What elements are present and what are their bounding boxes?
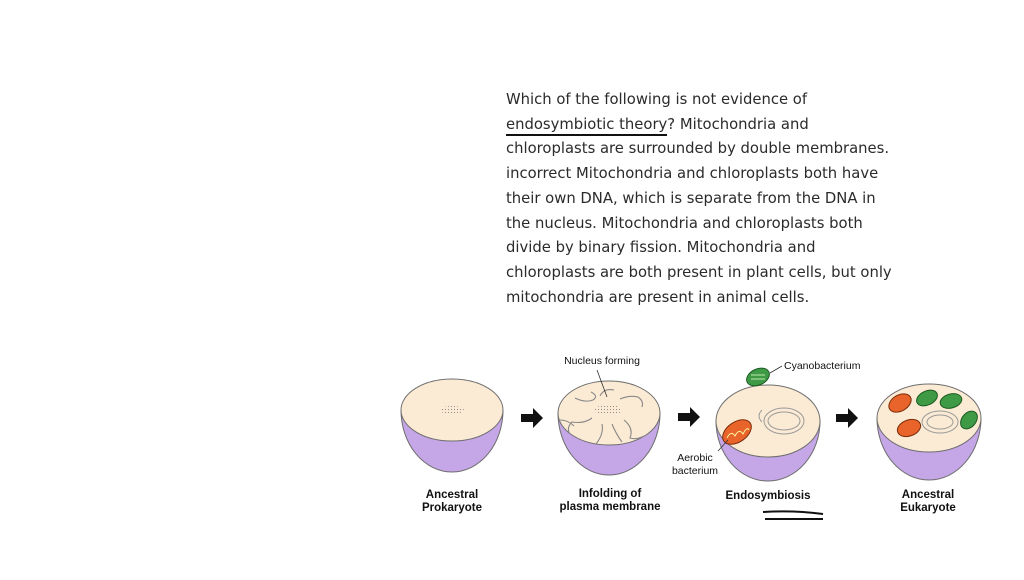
cyanobacterium-label: Cyanobacterium [784, 360, 861, 372]
stage-1-line2: Prokaryote [421, 502, 483, 514]
stage-1-line1: Ancestral [425, 489, 479, 501]
chloroplast-shapes [916, 389, 978, 430]
nucleus-forming-label: Nucleus forming [564, 355, 640, 367]
right-arrow-icon [836, 408, 858, 428]
stage-label-3: Endosymbiosis [713, 490, 823, 503]
question-line-2: endosymbiotic theory? Mitochondria and [506, 113, 906, 138]
aerobic-bacterium-shape [722, 419, 752, 445]
handwritten-underline [762, 510, 824, 520]
question-line-3: chloroplasts are surrounded by double me… [506, 140, 890, 158]
membrane-folds [559, 389, 645, 445]
mitochondria-shapes [888, 393, 922, 438]
question-line-1: Which of the following is not evidence o… [506, 91, 808, 108]
stage-label-2: Infolding of plasma membrane [548, 488, 672, 514]
stage-2-line1: Infolding of [578, 488, 642, 500]
stage-4-line2: Eukaryote [900, 502, 956, 514]
question-text: Which of the following is not evidence o… [506, 88, 906, 310]
aerobic-line1: Aerobic [677, 452, 713, 464]
aerobic-bacterium-label: Aerobic bacterium [664, 452, 726, 478]
question-line-6: the nucleus. Mitochondria and chloroplas… [506, 214, 863, 232]
cell-eukaryote [876, 383, 982, 481]
dna-dots [440, 406, 464, 414]
cell-prokaryote [400, 378, 504, 473]
question-line-2-rest: ? Mitochondria and [667, 115, 809, 133]
aerobic-line2: bacterium [671, 465, 719, 477]
stage-label-4: Ancestral Eukaryote [878, 489, 978, 515]
right-arrow-icon [678, 407, 700, 427]
question-line-4: incorrect Mitochondria and chloroplasts … [506, 165, 879, 183]
cell-endosymbiosis [715, 365, 821, 482]
cell-infolding [557, 369, 661, 476]
question-line-5: their own DNA, which is separate from th… [506, 189, 876, 207]
question-line-8: chloroplasts are both present in plant c… [506, 263, 892, 281]
question-line-9: mitochondria are present in animal cells… [506, 288, 810, 306]
stage-3-line1: Endosymbiosis [725, 490, 811, 502]
underlined-term: endosymbiotic theory [506, 115, 668, 136]
question-line-7: divide by binary fission. Mitochondria a… [506, 239, 816, 257]
stage-2-line2: plasma membrane [559, 501, 661, 513]
stage-4-line1: Ancestral [901, 489, 955, 501]
right-arrow-icon [521, 408, 543, 428]
stage-label-1: Ancestral Prokaryote [402, 489, 502, 515]
cyanobacterium-shape [746, 367, 770, 387]
